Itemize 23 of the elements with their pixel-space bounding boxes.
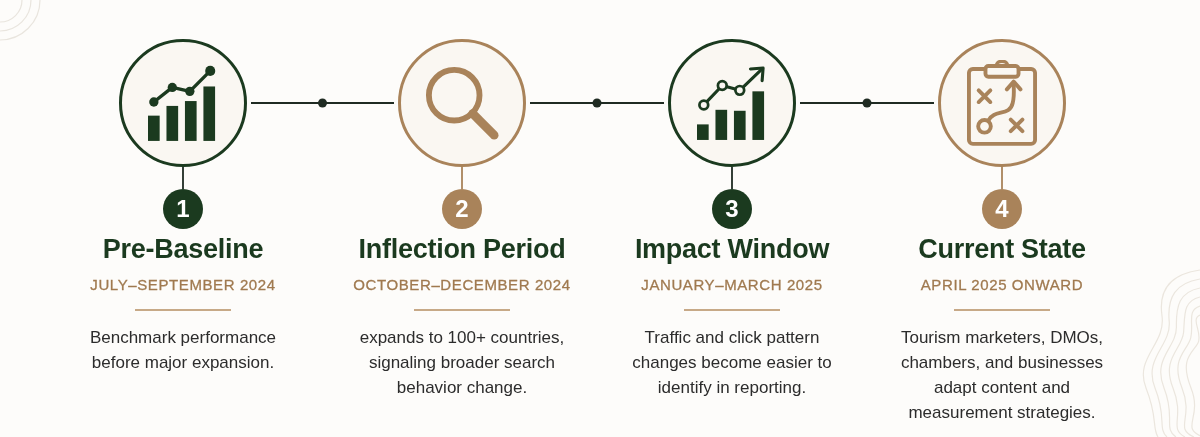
- step-title: Inflection Period: [358, 233, 566, 266]
- step-description: expands to 100+ countries, signaling broader search behavior change.: [358, 327, 566, 399]
- connector-line: [182, 166, 184, 190]
- step-description: Benchmark performance before major expansion.: [88, 327, 278, 374]
- date-range: APRIL 2025 ONWARD: [920, 275, 1084, 295]
- connector-line: [1001, 166, 1003, 190]
- step-description: Tourism marketers, DMOs, chambers, and businesses adapt content and measurement strategies.: [899, 327, 1105, 424]
- connector-line: [731, 166, 733, 190]
- step-title: Current State: [918, 233, 1086, 266]
- connector-line: [250, 102, 395, 104]
- connector-line: [461, 166, 463, 190]
- step-number-badge: 1: [163, 189, 203, 229]
- connector-line: [529, 102, 665, 104]
- connector-line: [799, 102, 935, 104]
- step-title: Pre-Baseline: [102, 233, 264, 266]
- step-number-badge: 2: [442, 189, 482, 229]
- step-description: Traffic and click pattern changes become easier to identify in reporting.: [631, 327, 833, 399]
- date-range: JANUARY–MARCH 2025: [641, 275, 823, 295]
- date-range: JULY–SEPTEMBER 2024: [90, 275, 276, 295]
- step-number-badge: 4: [982, 189, 1022, 229]
- step-title: Impact Window: [634, 233, 830, 266]
- step-number-badge: 3: [712, 189, 752, 229]
- date-range: OCTOBER–DECEMBER 2024: [353, 275, 571, 295]
